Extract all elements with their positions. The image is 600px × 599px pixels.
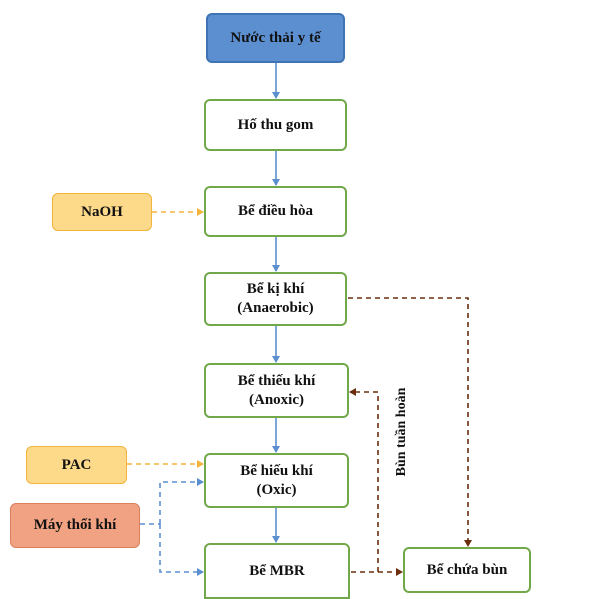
anaerobic-tank-node: Bể kị khí (Anaerobic) <box>204 272 347 326</box>
equalization-tank-node: Bể điều hòa <box>204 186 347 237</box>
arrow-air-to-mbr <box>159 524 204 576</box>
arrow-anaerobic-to-sludge-tank <box>348 297 472 547</box>
collection-tank-node: Hố thu gom <box>204 99 347 151</box>
anoxic-tank-node: Bể thiếu khí (Anoxic) <box>204 363 349 418</box>
aerobic-tank-node: Bể hiếu khí (Oxic) <box>204 453 349 508</box>
arrow-air-to-aerobic <box>159 478 204 524</box>
arrow-sludge-recirculation <box>349 388 379 572</box>
sludge-recirculation-label: Bùn tuần hoàn <box>394 387 409 477</box>
mbr-tank-node: Bể MBR <box>204 543 350 599</box>
pac-node: PAC <box>26 446 127 484</box>
naoh-node: NaOH <box>52 193 152 231</box>
sludge-tank-node: Bể chứa bùn <box>403 547 531 593</box>
blower-node: Máy thổi khí <box>10 503 140 548</box>
source-node: Nước thải y tế <box>206 13 345 63</box>
